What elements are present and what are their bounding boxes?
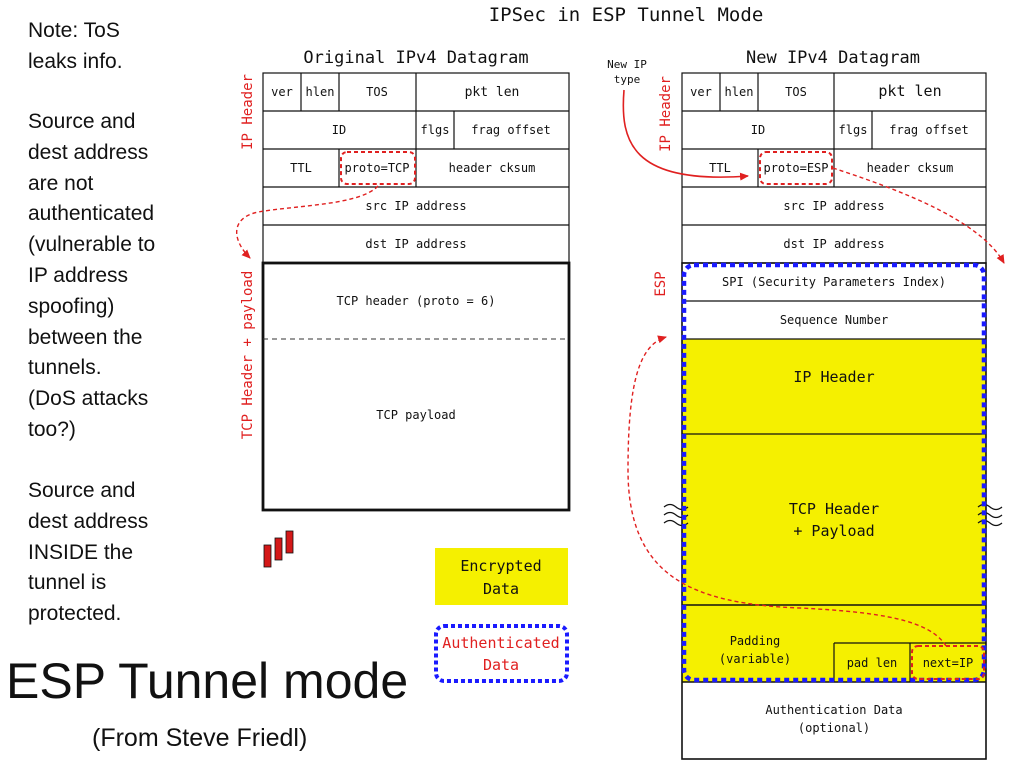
inner-ip-header: IP Header	[793, 368, 874, 386]
inner-tcp-header-line2: + Payload	[793, 522, 874, 540]
note-line: too?)	[28, 417, 76, 441]
note-line: IP address	[28, 263, 129, 287]
new-datagram: ver hlen TOS pkt len ID flgs frag offset…	[653, 72, 1003, 760]
field-next-ip: next=IP	[923, 656, 974, 670]
field-frag-offset: frag offset	[889, 123, 968, 137]
legend-encrypted-line1: Encrypted	[460, 557, 541, 575]
legend-authenticated-line2: Data	[483, 656, 519, 674]
note-inside-tunnel: Source and dest address INSIDE the tunne…	[28, 476, 148, 630]
legend-authenticated-line1: Authenticated	[442, 634, 559, 652]
bars-decoration	[263, 530, 294, 568]
field-id: ID	[332, 123, 346, 137]
note-line: Source and	[28, 479, 136, 502]
field-header-cksum: header cksum	[449, 161, 536, 175]
field-src-ip: src IP address	[783, 199, 884, 213]
field-ver: ver	[690, 85, 712, 99]
field-spi: SPI (Security Parameters Index)	[722, 275, 946, 289]
note-line: spoofing)	[28, 294, 115, 318]
authenticated-region	[681, 262, 987, 683]
encrypted-region	[682, 339, 986, 682]
padding-line2: (variable)	[719, 652, 791, 666]
field-flgs: flgs	[421, 123, 450, 137]
field-dst-ip: dst IP address	[783, 237, 884, 251]
new-ip-type-callout: New IP type	[607, 58, 749, 181]
field-pkt-len: pkt len	[465, 85, 520, 100]
legend: Encrypted Data Authenticated Data	[434, 548, 569, 683]
field-sequence-number: Sequence Number	[780, 313, 888, 327]
original-tcp-block	[261, 261, 571, 512]
field-frag-offset: frag offset	[471, 123, 550, 137]
field-proto-tcp: proto=TCP	[344, 161, 409, 175]
field-header-cksum: header cksum	[867, 161, 954, 175]
proto-esp-highlight	[759, 151, 833, 185]
arrow-proto-to-tcp	[236, 185, 379, 259]
field-tos: TOS	[366, 85, 388, 99]
squiggle-right	[977, 503, 1003, 527]
padding-line1: Padding	[730, 634, 781, 648]
field-hlen: hlen	[725, 85, 754, 99]
note-spoofing: Source and dest address are not authenti…	[28, 107, 155, 446]
callout-arrow	[622, 89, 749, 181]
field-ver: ver	[271, 85, 293, 99]
field-hlen: hlen	[306, 85, 335, 99]
note-line: between the	[28, 325, 143, 349]
next-ip-highlight	[911, 645, 985, 680]
note-line: are not	[28, 171, 94, 195]
legend-encrypted-line2: Data	[483, 580, 519, 598]
field-pad-len: pad len	[847, 656, 898, 670]
note-line: tunnels.	[28, 356, 102, 380]
auth-data-line1: Authentication Data	[765, 703, 902, 717]
note-line: tunnel is	[28, 571, 107, 595]
original-heading: Original IPv4 Datagram	[303, 48, 528, 68]
note-line: (vulnerable to	[28, 233, 156, 257]
field-tos: TOS	[785, 85, 807, 99]
note-line: protected.	[28, 602, 122, 626]
note-line: dest address	[28, 509, 149, 533]
slide-credit: (From Steve Friedl)	[92, 724, 308, 752]
diagram-title: IPSec in ESP Tunnel Mode	[489, 4, 764, 26]
slide-title: ESP Tunnel mode	[6, 653, 409, 709]
field-ttl: TTL	[290, 161, 312, 175]
note-line: leaks info.	[28, 49, 123, 73]
field-pkt-len: pkt len	[878, 82, 941, 100]
new-heading: New IPv4 Datagram	[746, 48, 920, 68]
note-line: authenticated	[28, 202, 155, 226]
field-proto-esp: proto=ESP	[763, 161, 828, 175]
legend-authenticated-swatch	[434, 624, 569, 683]
callout-line1: New IP	[607, 58, 647, 71]
annotation-arrows	[236, 167, 1005, 647]
field-src-ip: src IP address	[365, 199, 466, 213]
side-label-esp: ESP	[653, 271, 669, 296]
field-id: ID	[751, 123, 765, 137]
arrow-next-ip-to-inner	[627, 335, 947, 647]
note-line: Note: ToS	[28, 19, 120, 42]
note-tos: Note: ToS leaks info.	[28, 16, 123, 78]
auth-data-line2: (optional)	[798, 721, 870, 735]
side-label-ip-header: IP Header	[240, 74, 256, 150]
field-ttl: TTL	[709, 161, 731, 175]
field-dst-ip: dst IP address	[365, 237, 466, 251]
legend-encrypted-swatch	[435, 548, 568, 605]
note-line: (DoS attacks	[28, 387, 149, 411]
inner-tcp-header-line1: TCP Header	[789, 500, 879, 518]
side-label-ip-header: IP Header	[658, 76, 674, 152]
callout-line2: type	[614, 73, 641, 86]
proto-tcp-highlight	[340, 151, 416, 185]
note-line: dest address	[28, 140, 149, 164]
tcp-payload-label: TCP payload	[376, 408, 455, 422]
note-line: Source and	[28, 110, 136, 133]
field-flgs: flgs	[839, 123, 868, 137]
tcp-header-label: TCP header (proto = 6)	[337, 294, 496, 308]
note-line: INSIDE the	[28, 540, 134, 564]
side-label-tcp-payload: TCP Header + payload	[240, 271, 256, 440]
original-datagram: ver hlen TOS pkt len ID flgs frag offset…	[240, 72, 571, 512]
